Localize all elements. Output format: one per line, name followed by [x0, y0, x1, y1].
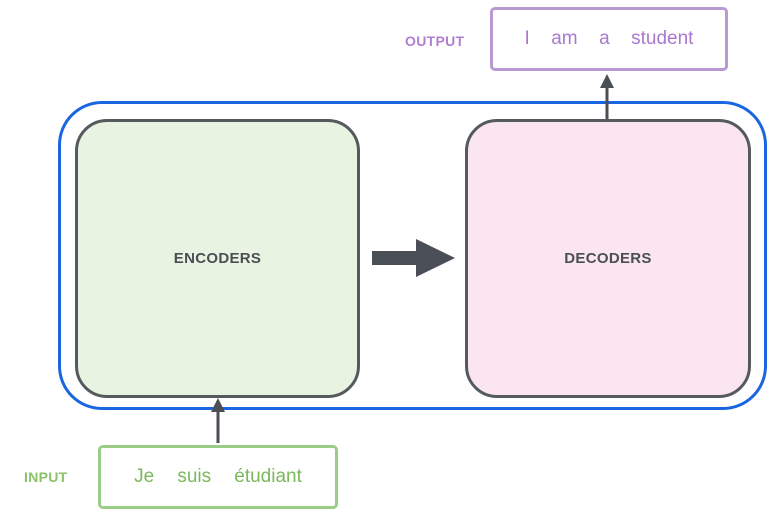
input-token: Je [134, 466, 155, 487]
output-token: a [599, 28, 610, 49]
input-token: étudiant [234, 466, 302, 487]
output-label: OUTPUT [405, 33, 465, 49]
output-token: student [631, 28, 694, 49]
output-token: I [524, 28, 530, 49]
input-label: INPUT [24, 469, 68, 485]
encoders-label: ENCODERS [173, 250, 262, 267]
decoders-label: DECODERS [564, 250, 652, 267]
input-sequence-box: Je suis étudiant [98, 445, 338, 509]
input-token: suis [177, 466, 212, 487]
encoders-block: ENCODERS [75, 119, 360, 398]
decoders-block: DECODERS [465, 119, 751, 398]
output-sequence-box: I am a student [490, 7, 728, 71]
output-token: am [551, 28, 578, 49]
model-frame [58, 101, 767, 410]
